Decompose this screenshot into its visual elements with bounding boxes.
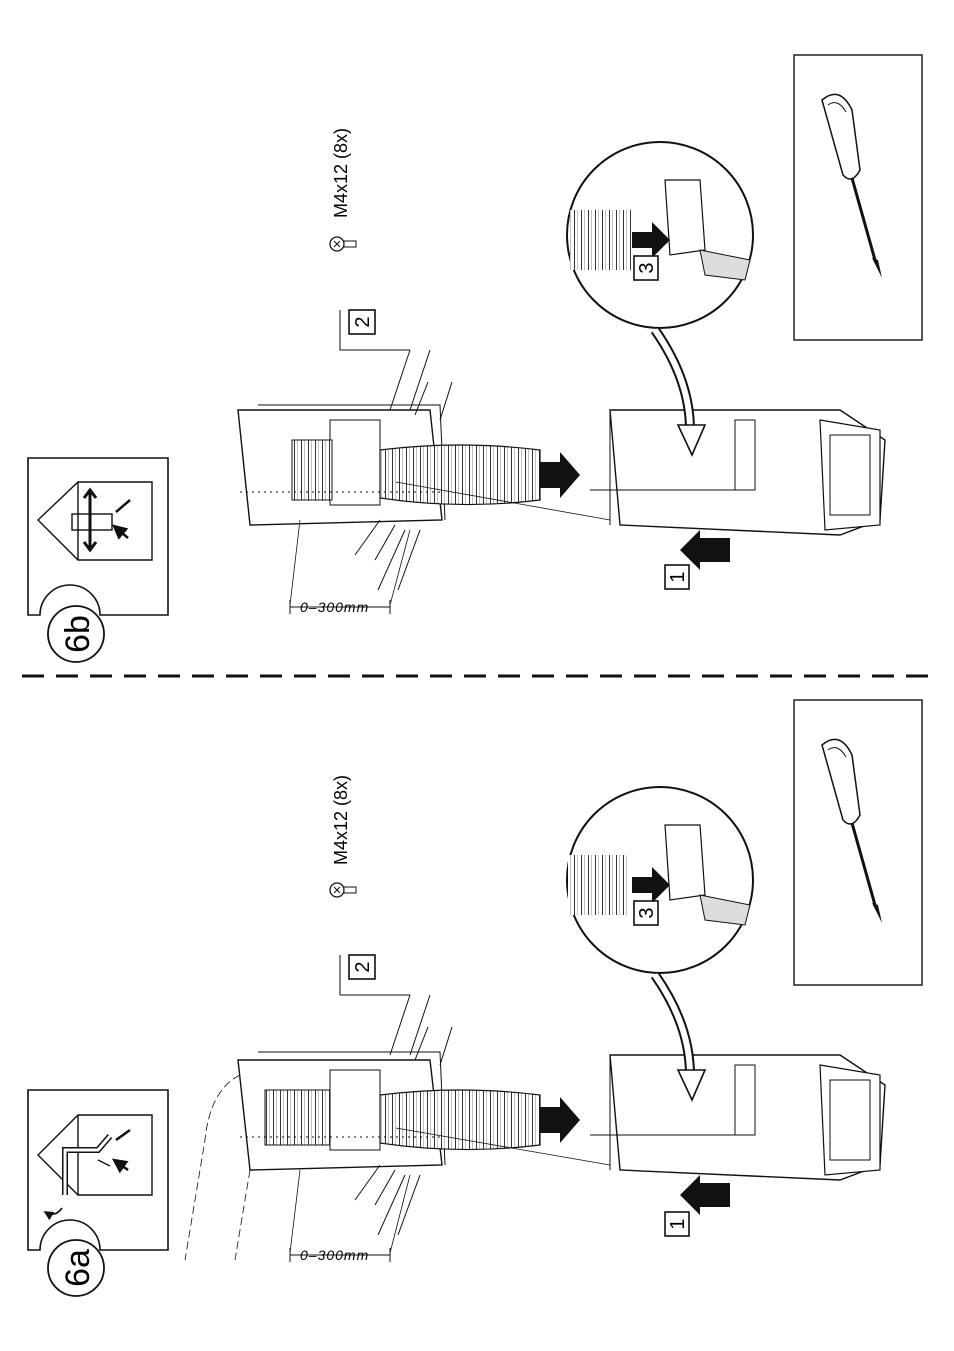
step-1-label-6a: 1 [667,1218,689,1229]
badge-6b-label: 6b [59,615,97,653]
detail-magnifier-6b: 3 [567,142,753,455]
hood-housing-6b [238,405,580,525]
screw-label-6b: M4x12 (8x) [331,128,351,218]
badge-6b: 6b [48,606,104,662]
step-1-label-6b: 1 [667,571,689,582]
section-6a: 6a M4x12 (8x) 2 [28,700,922,1296]
extraction-mode-icon [28,458,168,615]
screw-icon [330,883,356,897]
dimension-label-6b: 0–300mm [300,599,369,615]
dimension-label-6a: 0–300mm [300,1247,369,1263]
section-6b: 6b M4x12 (8x) 2 [28,55,922,662]
step-2-label-6b: 2 [352,316,374,327]
dimension-6a: 0–300mm [290,1170,410,1263]
screw-callout-6a: M4x12 (8x) 2 [330,775,410,995]
tool-box-6a [794,700,922,985]
screw-icon [330,237,356,251]
step-2-label-6a: 2 [352,961,374,972]
hood-housing-6a [185,1052,580,1260]
step-3-label-6a: 3 [636,907,658,918]
push-arrow-icon [540,1097,580,1143]
badge-6a: 6a [48,1240,104,1296]
detail-magnifier-6a: 3 [567,787,753,1100]
push-arrow-icon [680,530,730,570]
dimension-6b: 0–300mm [290,520,410,615]
tool-box-6b [794,55,922,340]
push-arrow-icon [540,452,580,498]
screw-label-6a: M4x12 (8x) [331,775,351,865]
push-arrow-icon [680,1175,730,1215]
recirculation-mode-icon [28,1090,168,1250]
badge-6a-label: 6a [59,1249,97,1287]
screw-callout-6b: M4x12 (8x) 2 [330,128,410,350]
step-3-label-6b: 3 [636,262,658,273]
